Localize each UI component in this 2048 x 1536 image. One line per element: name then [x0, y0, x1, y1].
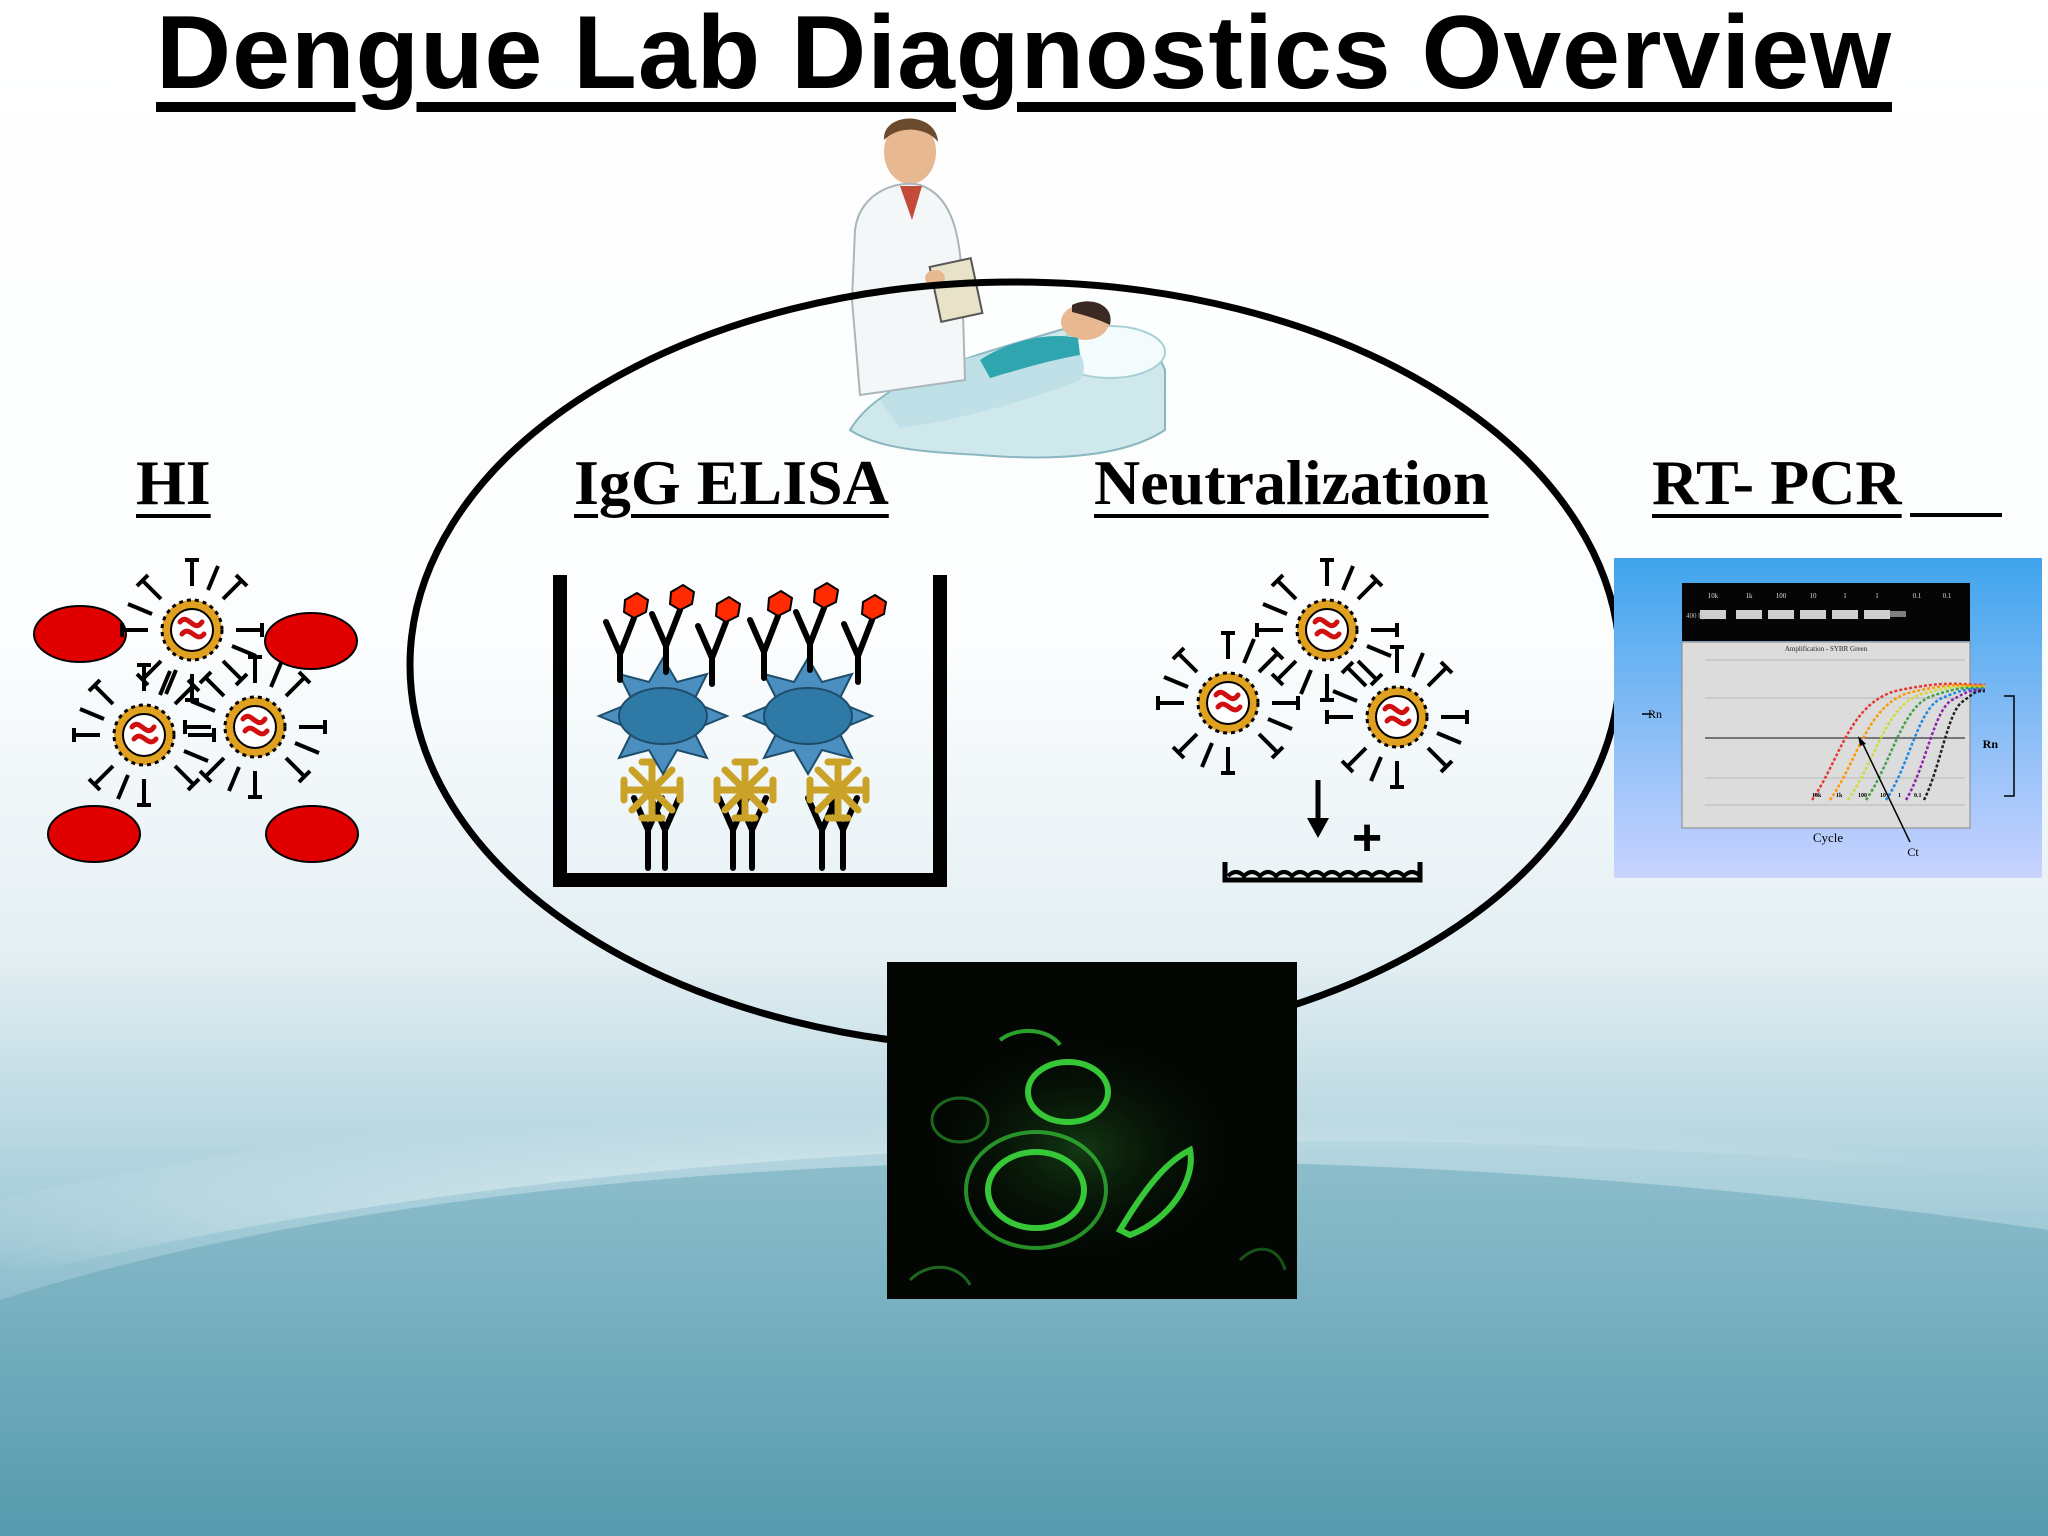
- red-blood-cell: [264, 612, 358, 670]
- y-axis-label-right: Rn: [1983, 737, 1999, 751]
- virus-particle: [74, 665, 214, 805]
- virus-particle: [1327, 647, 1467, 787]
- ct-pointer: [1861, 741, 1911, 843]
- lane-label: 1k: [1746, 592, 1754, 600]
- curve-label: 1k: [1836, 793, 1843, 799]
- rn-bracket: [2004, 695, 2015, 797]
- method-label-neutralization: Neutralization: [1094, 447, 1489, 518]
- lane-label: 0.1: [1913, 592, 1922, 600]
- curve-label: 100: [1858, 793, 1867, 799]
- method-label-rt-pcr: RT- PCR: [1652, 447, 1902, 518]
- down-arrow-icon: [1307, 780, 1329, 838]
- amplification-curves: [1810, 682, 1986, 801]
- red-blood-cell: [33, 605, 127, 663]
- lane-label: 1: [1843, 592, 1847, 600]
- rt-pcr-image: 400 bp 10k 1k 100 10 1 1 0.1 0.1 Amplifi…: [1614, 558, 2042, 878]
- gel-lane-labels: 10k 1k 100 10 1 1 0.1 0.1: [1708, 592, 1952, 600]
- igg-elisa-diagram: [553, 575, 947, 887]
- background-wave: [0, 1160, 2048, 1536]
- curve-label: 10k: [1812, 793, 1822, 799]
- x-axis-label: Cycle: [1813, 830, 1844, 845]
- virus-particle: [1158, 633, 1298, 773]
- curve-labels: 10k 1k 100 10 1 0.1: [1812, 793, 1922, 799]
- virus-particle: [1257, 560, 1397, 700]
- lane-label: 10: [1810, 592, 1818, 600]
- background-wave-highlight: [0, 1077, 2048, 1280]
- red-blood-cell: [265, 805, 359, 863]
- page-title: Dengue Lab Diagnostics Overview: [156, 0, 1892, 111]
- elisa-well: [553, 575, 947, 887]
- curve-label: 1: [1898, 793, 1901, 799]
- gel-bands: [1700, 610, 1906, 619]
- hi-diagram: [33, 560, 359, 863]
- lane-label: 100: [1776, 592, 1787, 600]
- lane-label: 1: [1875, 592, 1879, 600]
- curve-label: 0.1: [1914, 793, 1922, 799]
- ct-label: Ct: [1907, 845, 1919, 859]
- cell-monolayer: [1222, 862, 1423, 883]
- capture-molecule: [810, 762, 866, 818]
- immunofluorescence-image: [887, 962, 1297, 1299]
- curve-label: 10: [1880, 793, 1886, 799]
- neutralization-diagram: +: [1158, 560, 1467, 883]
- lane-label: 10k: [1708, 592, 1719, 600]
- capture-molecule: [624, 762, 680, 818]
- gel-marker: 400 bp: [1686, 612, 1706, 620]
- amplification-plot-title: Amplification - SYBR Green: [1785, 645, 1868, 653]
- method-label-igg-elisa: IgG ELISA: [574, 447, 889, 518]
- method-label-hi: HI: [136, 447, 211, 518]
- y-axis-label: Rn: [1648, 707, 1662, 721]
- amplification-plot-frame: [1681, 641, 1971, 829]
- red-blood-cell: [47, 805, 141, 863]
- capture-molecule: [717, 762, 773, 818]
- plus-sign: +: [1352, 809, 1382, 867]
- lane-label: 0.1: [1943, 592, 1952, 600]
- rt-pcr-underline-extension: [1910, 513, 2002, 517]
- virus-particle: [185, 657, 325, 797]
